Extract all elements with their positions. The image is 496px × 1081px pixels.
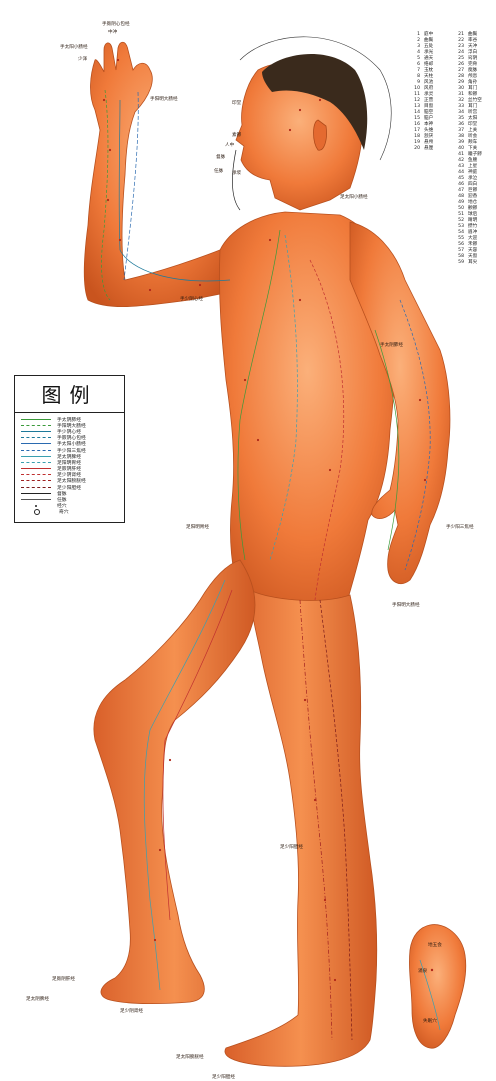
numbered-list-column: 21曲鬓22率谷23天冲24浮白25窍阴26完骨27瘈脉28颅息29角孙30耳门… bbox=[452, 32, 494, 266]
legend-title: 图例 bbox=[15, 379, 124, 408]
acupoint bbox=[269, 239, 271, 241]
acupoint bbox=[169, 759, 171, 761]
acupoint bbox=[149, 289, 151, 291]
label-du-mai: 督脉 bbox=[216, 153, 226, 160]
legend-swatch bbox=[21, 474, 51, 475]
label-zu-taiyang: 足太阳膀胱经 bbox=[176, 1053, 204, 1060]
label-ren-mai: 任脉 bbox=[214, 167, 224, 174]
legend-swatch bbox=[21, 419, 51, 420]
label-shou-shaoyang-arm: 手少阳三焦经 bbox=[446, 523, 474, 530]
item-name: 悬厘 bbox=[424, 146, 433, 152]
label-ren-zhong: 人中 bbox=[225, 141, 235, 148]
label-zu-jueyin: 足厥阴肝经 bbox=[52, 975, 75, 982]
numbered-list-item: 20 悬厘 bbox=[408, 146, 450, 152]
label-su-liao: 素髎 bbox=[232, 131, 242, 138]
label-shou-taiyin-arm: 手太阴肺经 bbox=[380, 341, 403, 348]
legend-swatch bbox=[35, 505, 37, 507]
legend-swatch bbox=[21, 493, 51, 494]
label-shi-mian: 失眠穴 bbox=[423, 1017, 437, 1024]
acupoint bbox=[257, 439, 259, 441]
label-shou-yangming-arm: 手阳明大肠经 bbox=[392, 601, 420, 608]
label-shao-ze: 少泽 bbox=[78, 55, 88, 62]
acupoint bbox=[154, 939, 156, 941]
acupoint bbox=[117, 59, 119, 61]
label-shou-taiyang: 手太阳小肠经 bbox=[60, 43, 88, 50]
label-shou-yangming: 手阳明大肠经 bbox=[150, 95, 178, 102]
legend-swatch bbox=[21, 499, 51, 500]
numbered-point-list: 1庭中2曲鬓3五处4承光5通天6络却7玉枕8天柱9风池10风府11承灵12正营1… bbox=[408, 32, 492, 302]
label-zhong-chong: 中冲 bbox=[108, 28, 118, 35]
label-zu-taiyin: 足太阴脾经 bbox=[26, 995, 49, 1002]
acupoint bbox=[319, 99, 321, 101]
label-zu-taiyang-neck: 足太阳小肠经 bbox=[340, 193, 368, 200]
bent-leg bbox=[94, 560, 255, 1004]
legend-swatch bbox=[21, 443, 51, 444]
legend-list: 手太阴肺经手阳明大肠经手少阴心经手厥阴心包经手太阳小肠经手少阳三焦经足太阴脾经足… bbox=[15, 416, 124, 515]
meridian-line bbox=[233, 150, 240, 210]
label-shou-shaoyin-arm: 手少阴心经 bbox=[180, 295, 203, 302]
numbered-list-column: 1庭中2曲鬓3五处4承光5通天6络却7玉枕8天柱9风池10风府11承灵12正营1… bbox=[408, 32, 450, 152]
acupoint bbox=[199, 284, 201, 286]
label-zu-shaoyin: 足少阴肾经 bbox=[120, 1007, 143, 1014]
raised-arm bbox=[84, 42, 230, 306]
acupoint bbox=[304, 699, 306, 701]
legend-swatch bbox=[21, 456, 51, 457]
legend-box: 图例 手太阴肺经手阳明大肠经手少阴心经手厥阴心包经手太阳小肠经手少阳三焦经足太阴… bbox=[14, 375, 125, 523]
legend-swatch bbox=[21, 431, 51, 432]
acupoint bbox=[431, 969, 433, 971]
legend-label: 奇穴 bbox=[59, 508, 69, 515]
legend-swatch bbox=[21, 450, 51, 451]
label-yin-tang: 印堂 bbox=[232, 99, 242, 106]
numbered-list-item: 59 耳尖 bbox=[452, 260, 494, 266]
label-yong-quan: 涌泉 bbox=[418, 967, 428, 974]
acupoint bbox=[299, 109, 301, 111]
acupoint bbox=[299, 299, 301, 301]
label-zu-yangming-hip: 足阳明胃经 bbox=[186, 523, 209, 530]
acupoint bbox=[324, 899, 326, 901]
label-shou-jueyin: 手厥阴心包经 bbox=[102, 20, 130, 27]
acupoint bbox=[119, 239, 121, 241]
acupoint bbox=[103, 99, 105, 101]
legend-swatch bbox=[21, 425, 51, 426]
acupoint bbox=[109, 149, 111, 151]
standing-leg bbox=[225, 590, 377, 1066]
acupoint bbox=[419, 399, 421, 401]
legend-swatch bbox=[21, 468, 51, 469]
acupoint bbox=[424, 479, 426, 481]
legend-swatch bbox=[21, 480, 51, 481]
legend-divider bbox=[15, 412, 124, 413]
legend-swatch bbox=[21, 487, 51, 488]
label-zu-shaoyang: 足少阳胆经 bbox=[280, 843, 303, 850]
legend-item: 奇穴 bbox=[15, 509, 124, 515]
acupoint bbox=[244, 379, 246, 381]
acupoint bbox=[107, 199, 109, 201]
acupoint bbox=[334, 979, 336, 981]
label-zu-shaoyang-foot: 足少阳胆经 bbox=[212, 1073, 235, 1080]
item-name: 耳尖 bbox=[468, 260, 477, 266]
legend-swatch bbox=[21, 462, 51, 463]
acupoint bbox=[329, 469, 331, 471]
item-number: 20 bbox=[408, 146, 420, 152]
legend-swatch bbox=[21, 437, 51, 438]
label-cheng-jiang: 承浆 bbox=[232, 169, 242, 176]
legend-swatch bbox=[34, 509, 40, 515]
item-number: 59 bbox=[452, 260, 464, 266]
acupoint bbox=[314, 799, 316, 801]
label-di-wu: 地五会 bbox=[428, 941, 442, 948]
acupoint bbox=[289, 129, 291, 131]
acupoint bbox=[159, 849, 161, 851]
ear bbox=[314, 120, 327, 150]
